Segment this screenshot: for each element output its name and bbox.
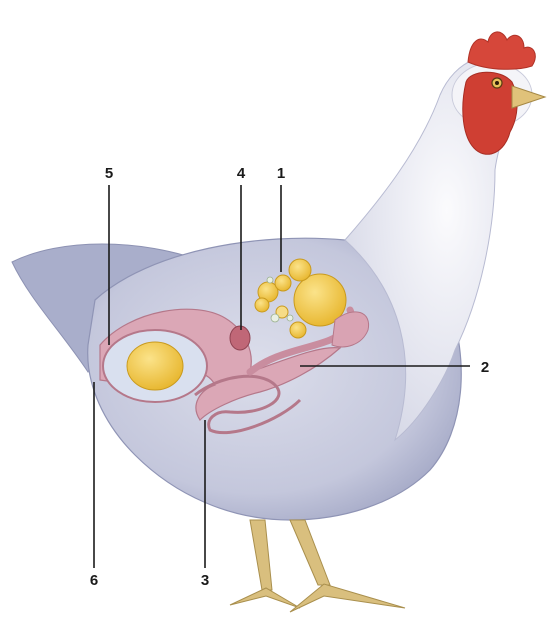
- label-3: 3: [201, 572, 209, 589]
- label-2: 2: [481, 359, 489, 376]
- label-5: 5: [105, 165, 113, 182]
- egg-yolk: [127, 342, 183, 390]
- comb: [468, 32, 535, 69]
- label-1: 1: [277, 165, 285, 182]
- right-leg: [290, 520, 330, 585]
- isthmus: [230, 326, 250, 350]
- pupil: [495, 81, 499, 85]
- label-6: 6: [90, 572, 98, 589]
- left-leg: [250, 520, 272, 590]
- label-4: 4: [237, 165, 246, 182]
- face-wattle: [463, 72, 517, 154]
- right-foot: [290, 584, 405, 612]
- left-foot: [230, 588, 300, 608]
